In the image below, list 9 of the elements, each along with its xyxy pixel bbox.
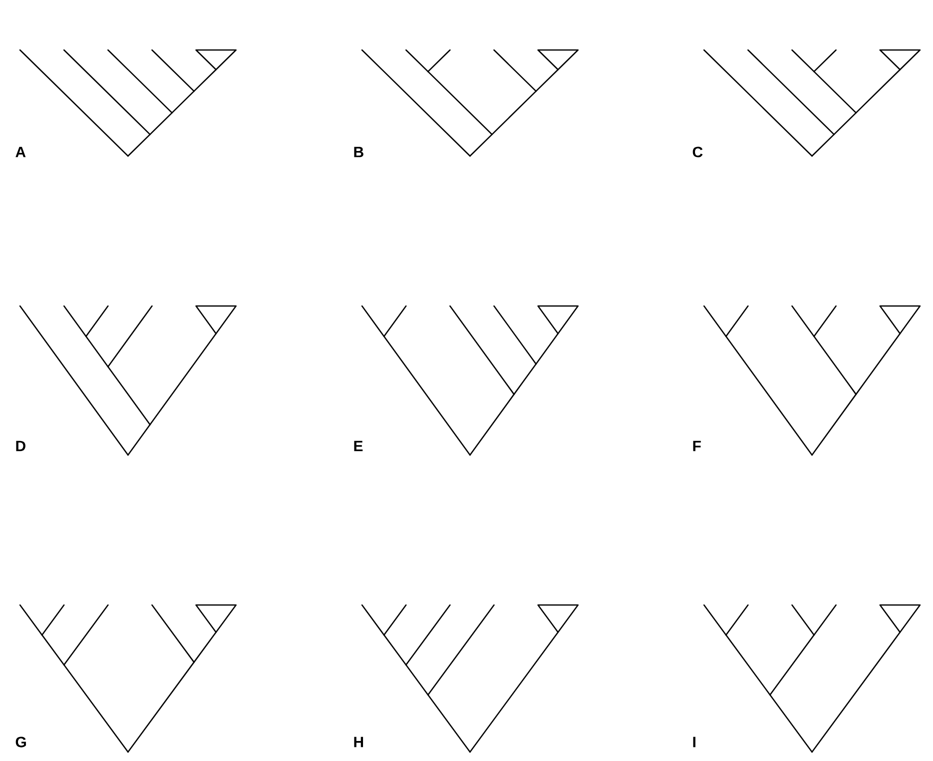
- panel-letter: E: [354, 440, 363, 452]
- panel-letter: I: [693, 736, 696, 748]
- panel-letter: D: [16, 440, 26, 452]
- panel-letter: C: [692, 146, 703, 158]
- panel-letter: G: [16, 736, 26, 748]
- panel-letter: A: [16, 146, 26, 158]
- panel-letter: F: [693, 440, 701, 452]
- panel-letter: H: [354, 736, 364, 748]
- panel-letter: B: [354, 146, 364, 158]
